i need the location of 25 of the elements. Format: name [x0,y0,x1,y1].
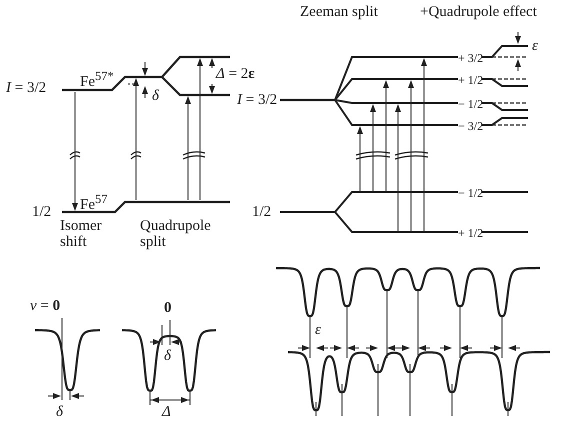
quantum-number: + 1/2 [458,225,484,241]
quantum-number: − 1/2 [458,185,484,201]
heading: Zeeman split [300,4,378,20]
symbol-label: ε [532,38,538,54]
spin-label: I = 3/2 [237,92,278,108]
symbol-label: δ [152,88,159,104]
isotope-label: Fe$^{57}$ [80,191,108,213]
heading: +Quadrupole effect [420,4,537,20]
spin-label: 1/2 [252,204,272,220]
quantum-number: + 3/2 [458,50,484,66]
isotope-label: Fe$^{57*}$ [80,68,114,90]
quantum-number: − 1/2 [458,96,484,112]
symbol-label: δ [164,348,171,364]
symbol-label: Δ = 2ε [216,66,255,82]
symbol-label: Δ [162,404,171,420]
spin-label: 1/2 [32,204,52,220]
quantum-number: − 3/2 [458,118,484,134]
caption-label: Quadrupole split [140,218,212,250]
spin-label: I = 3/2 [6,80,46,96]
symbol-label: ε [315,322,321,338]
caption-label: Isomer shift [60,218,103,250]
symbol-label: 0 [164,300,172,316]
velocity-label: ν = 0 [30,298,60,314]
symbol-label: δ [56,404,63,420]
quantum-number: + 1/2 [458,72,484,88]
